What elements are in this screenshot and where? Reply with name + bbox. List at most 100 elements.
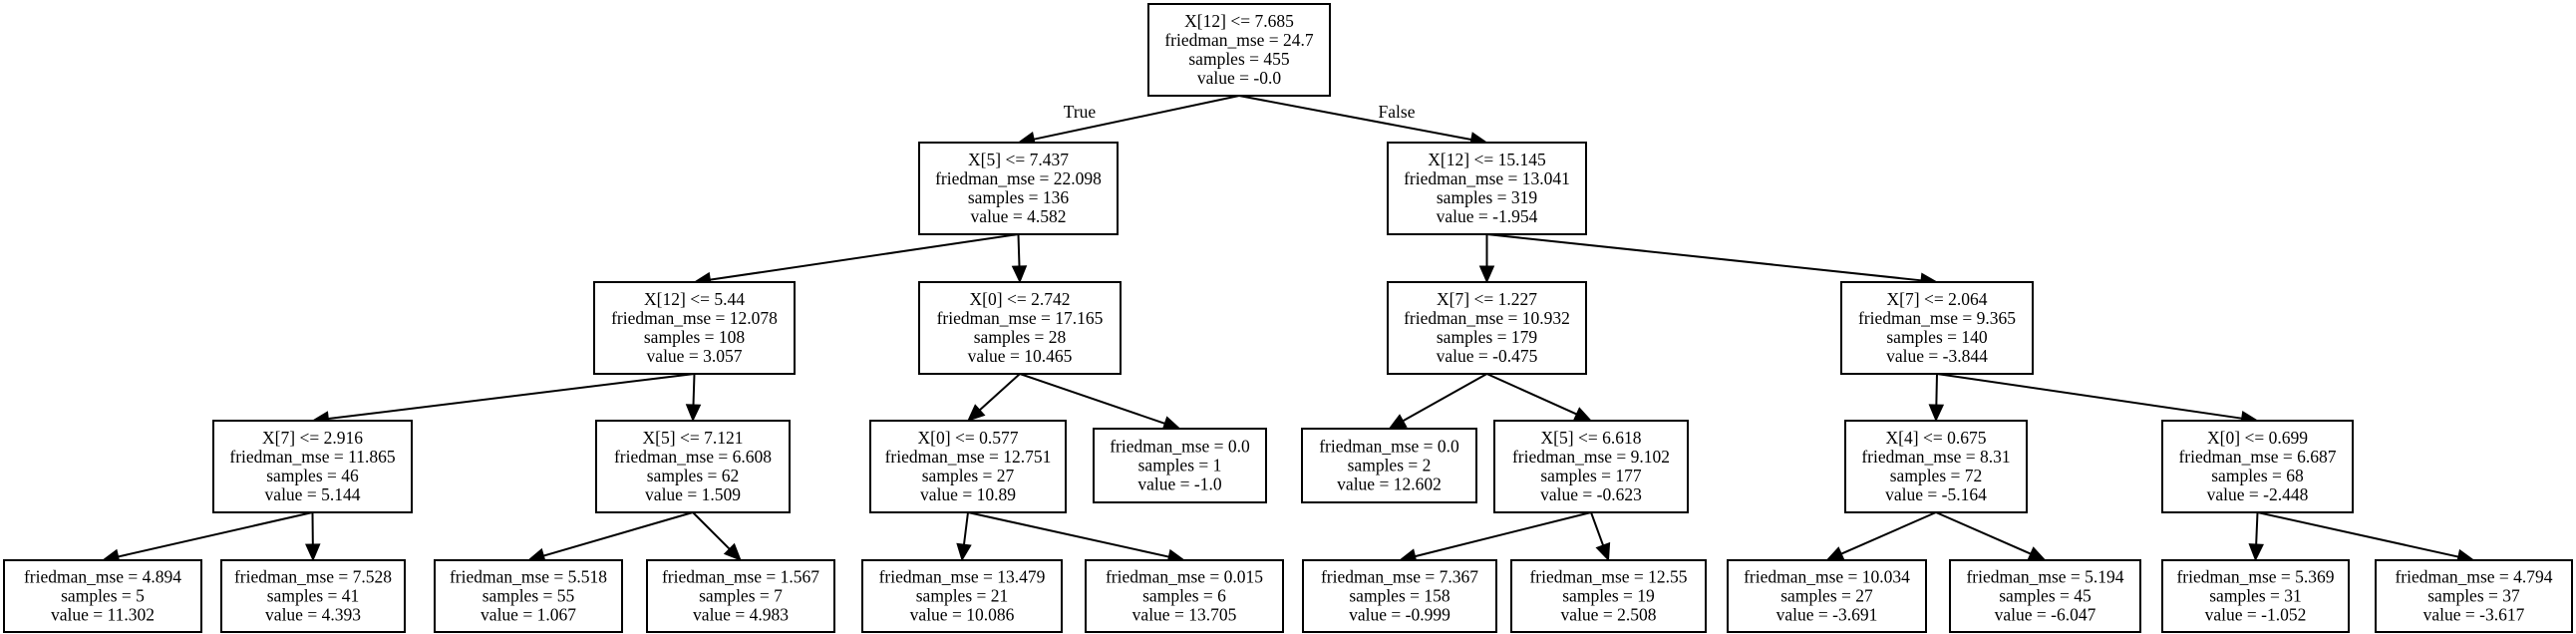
edge-line [328, 373, 695, 421]
node-box [1510, 559, 1707, 633]
node-line: friedman_mse = 1.567 [662, 567, 819, 587]
node-line: friedman_mse = 24.7 [1164, 30, 1314, 50]
node-line: samples = 27 [922, 466, 1015, 485]
edge-n4-n10 [1019, 373, 1181, 431]
edge-line [1590, 511, 1604, 546]
node-box [3, 559, 202, 633]
node-line: samples = 7 [699, 586, 783, 606]
node-line: friedman_mse = 4.794 [2395, 567, 2552, 587]
edge-line [543, 511, 694, 557]
node-box [1093, 428, 1267, 503]
edge-line [710, 233, 1019, 281]
node-line: samples = 1 [1138, 456, 1222, 476]
node-line: friedman_mse = 5.518 [450, 567, 607, 587]
node-line: value = 12.602 [1337, 475, 1442, 494]
node-line: samples = 72 [1890, 466, 1983, 485]
node-line: value = 4.393 [265, 605, 361, 625]
node-line: samples = 5 [61, 586, 145, 606]
arrowhead [685, 404, 702, 423]
edge-n4-n9 [967, 373, 1021, 422]
arrowhead [956, 542, 972, 562]
node-box [593, 281, 796, 375]
edge-line [979, 373, 1021, 412]
node-line: X[0] <= 0.577 [918, 428, 1019, 448]
node-line: samples = 46 [266, 466, 359, 485]
node-line: samples = 19 [1562, 586, 1655, 606]
arrowhead [305, 543, 321, 562]
node-box [1493, 420, 1689, 513]
node-line: friedman_mse = 12.078 [611, 308, 778, 328]
node-line: X[7] <= 2.916 [262, 428, 363, 448]
edge-n0-n1: True [1017, 95, 1240, 148]
node-line: samples = 140 [1886, 327, 1987, 347]
arrowhead [967, 404, 986, 422]
edge-n3-n7 [311, 373, 695, 427]
node-box [918, 142, 1119, 235]
node-box [869, 420, 1067, 513]
node-line: samples = 136 [968, 187, 1069, 207]
node-line: friedman_mse = 5.369 [2176, 567, 2334, 587]
node-box [1387, 142, 1587, 235]
node-line: value = 1.509 [645, 484, 741, 504]
node-line: value = -3.844 [1886, 346, 1988, 366]
edge-line [1840, 511, 1937, 555]
node-line: samples = 158 [1349, 586, 1449, 606]
node-box [918, 281, 1122, 375]
node-box [595, 420, 791, 513]
arrowhead [2248, 543, 2264, 562]
node-line: X[7] <= 2.064 [1887, 289, 1988, 309]
edge-line [2255, 511, 2259, 545]
node-line: X[12] <= 7.685 [1184, 11, 1294, 31]
node-line: friedman_mse = 7.367 [1321, 567, 1478, 587]
node-line: samples = 41 [267, 586, 360, 606]
edge-n2-n5 [1478, 234, 1495, 284]
node-line: value = 10.086 [910, 605, 1015, 625]
node-line: X[0] <= 2.742 [970, 289, 1071, 309]
edge-n12-n22 [1590, 511, 1611, 562]
node-line: friedman_mse = 9.365 [1858, 308, 2016, 328]
node-line: samples = 28 [974, 327, 1067, 347]
node-line: friedman_mse = 4.894 [24, 567, 181, 587]
node-line: value = -1.0 [1137, 475, 1221, 494]
edge-n13-n24 [1935, 511, 2047, 561]
edge-n2-n6 [1486, 233, 1939, 289]
node-box [1949, 559, 2141, 633]
node-box [1840, 281, 2034, 375]
node-line: friedman_mse = 10.034 [1744, 567, 1910, 587]
node-box [1301, 428, 1477, 503]
edge-line [1402, 373, 1487, 423]
node-box [220, 559, 406, 633]
node-line: friedman_mse = 0.0 [1319, 437, 1459, 457]
node-line: friedman_mse = 0.015 [1106, 567, 1263, 587]
edge-line [1238, 95, 1471, 142]
node-line: value = 1.067 [481, 605, 576, 625]
node-line: X[7] <= 1.227 [1437, 289, 1537, 309]
arrowhead [1928, 404, 1945, 423]
node-box [1147, 3, 1331, 97]
node-line: value = -0.0 [1197, 68, 1281, 88]
node-line: friedman_mse = 11.865 [229, 447, 395, 467]
node-line: value = -2.448 [2207, 484, 2309, 504]
arrowhead [1572, 407, 1593, 422]
edge-n1-n4 [1011, 233, 1028, 284]
node-line: value = -1.052 [2205, 605, 2307, 625]
edge-line [1486, 373, 1577, 416]
node-line: value = 4.582 [971, 206, 1067, 226]
edge-n8-n18 [692, 511, 742, 561]
node-line: value = -1.954 [1437, 206, 1538, 226]
node-line: samples = 319 [1437, 187, 1537, 207]
node-line: friedman_mse = 12.55 [1529, 567, 1687, 587]
node-line: samples = 62 [647, 466, 740, 485]
edge-n5-n12 [1486, 373, 1593, 422]
